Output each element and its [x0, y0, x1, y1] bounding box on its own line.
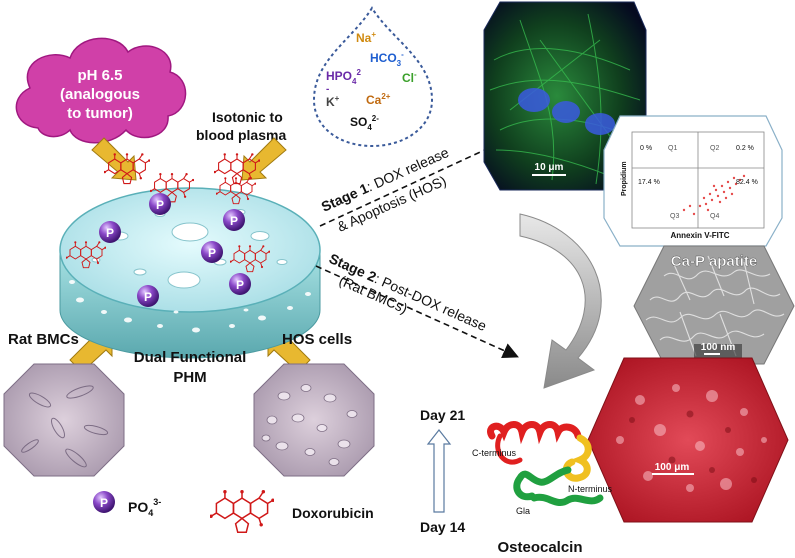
svg-text:P: P	[208, 246, 216, 260]
p-sphere: P	[137, 285, 159, 307]
flow-ylabel: Propidium	[621, 161, 628, 196]
hos-cells-label: HOS cells	[282, 331, 352, 348]
day21-label: Day 21	[420, 407, 465, 423]
flow-q4: Q4	[710, 213, 719, 220]
p-sphere: P	[149, 193, 171, 215]
fluor-scale-label: 10 μm	[535, 162, 564, 173]
p-sphere: P	[201, 241, 223, 263]
capatite-title: Ca-P apatite	[671, 253, 757, 270]
flow-q3: Q3	[670, 213, 679, 220]
flow-cytometry-plot: 0 % Q1 Q2 0.2 % 17.4 % Q3 82.4 % Q4 Anne…	[604, 116, 782, 246]
ph-label-line1: pH 6.5	[77, 67, 122, 84]
rat-bmcs-label: Rat BMCs	[8, 331, 79, 348]
flow-q3-pct: 17.4 %	[638, 179, 660, 186]
transition-curved-arrow	[520, 214, 601, 388]
n-terminus-label: N-terminus	[568, 484, 613, 494]
flow-q4-pct: 82.4 %	[736, 179, 758, 186]
legend-p-sphere: P	[93, 491, 115, 513]
p-sphere: P	[223, 209, 245, 231]
phm-title-line1: Dual Functional	[134, 349, 247, 366]
osteocalcin-title: Osteocalcin	[497, 539, 582, 556]
p-sphere: P	[229, 273, 251, 295]
osteocalcin-section: Day 21 Day 14 C-terminus N-terminus Gla …	[420, 407, 613, 556]
day14-label: Day 14	[420, 519, 465, 535]
flow-q2-pct: 0.2 %	[736, 145, 754, 152]
ion-droplet: Na+ HCO3- HPO42 - Cl- K+ Ca2+ SO42-	[314, 8, 432, 146]
stain-scale-label: 100 μm	[655, 462, 690, 473]
phm-disc: P P P P P P	[60, 173, 320, 358]
stage1-arrow: Stage 1: DOX release & Apoptosis (HOS)	[319, 142, 502, 235]
timeline-up-arrow	[428, 430, 450, 512]
rat-bmcs-micrograph	[4, 364, 124, 476]
alizarin-stain-micrograph: 100 μm	[588, 358, 788, 522]
sem-scale-label: 100 nm	[701, 342, 736, 353]
svg-text:P: P	[144, 290, 152, 304]
phm-title-line2: PHM	[173, 369, 206, 386]
p-sphere: P	[99, 221, 121, 243]
isotonic-label-line1: Isotonic to	[212, 109, 283, 125]
svg-text:P: P	[230, 214, 238, 228]
ph-label-line2: (analogous	[60, 86, 140, 103]
c-terminus-label: C-terminus	[472, 448, 517, 458]
svg-text:P: P	[100, 496, 108, 510]
svg-text:P: P	[106, 226, 114, 240]
svg-text:P: P	[156, 198, 164, 212]
svg-text:P: P	[236, 278, 244, 292]
legend-dox-label: Doxorubicin	[292, 505, 374, 521]
flow-q2: Q2	[710, 145, 719, 152]
legend-dox-molecule	[209, 490, 274, 532]
flow-q1-pct: 0 %	[640, 145, 652, 152]
sem-apatite-micrograph: Ca-P apatite 100 nm	[634, 246, 794, 364]
legend-po4-label: PO43-	[128, 497, 161, 518]
ion-hpo4-charge: -	[326, 84, 329, 95]
flow-q1: Q1	[668, 145, 677, 152]
legend: P PO43- Doxorubicin	[93, 490, 374, 532]
gla-label: Gla	[516, 506, 530, 516]
flow-xlabel: Annexin V-FITC	[670, 231, 729, 240]
ph-label-line3: to tumor)	[67, 105, 133, 122]
hos-cells-micrograph	[254, 364, 374, 476]
ph-cloud: pH 6.5 (analogous to tumor)	[16, 38, 185, 142]
